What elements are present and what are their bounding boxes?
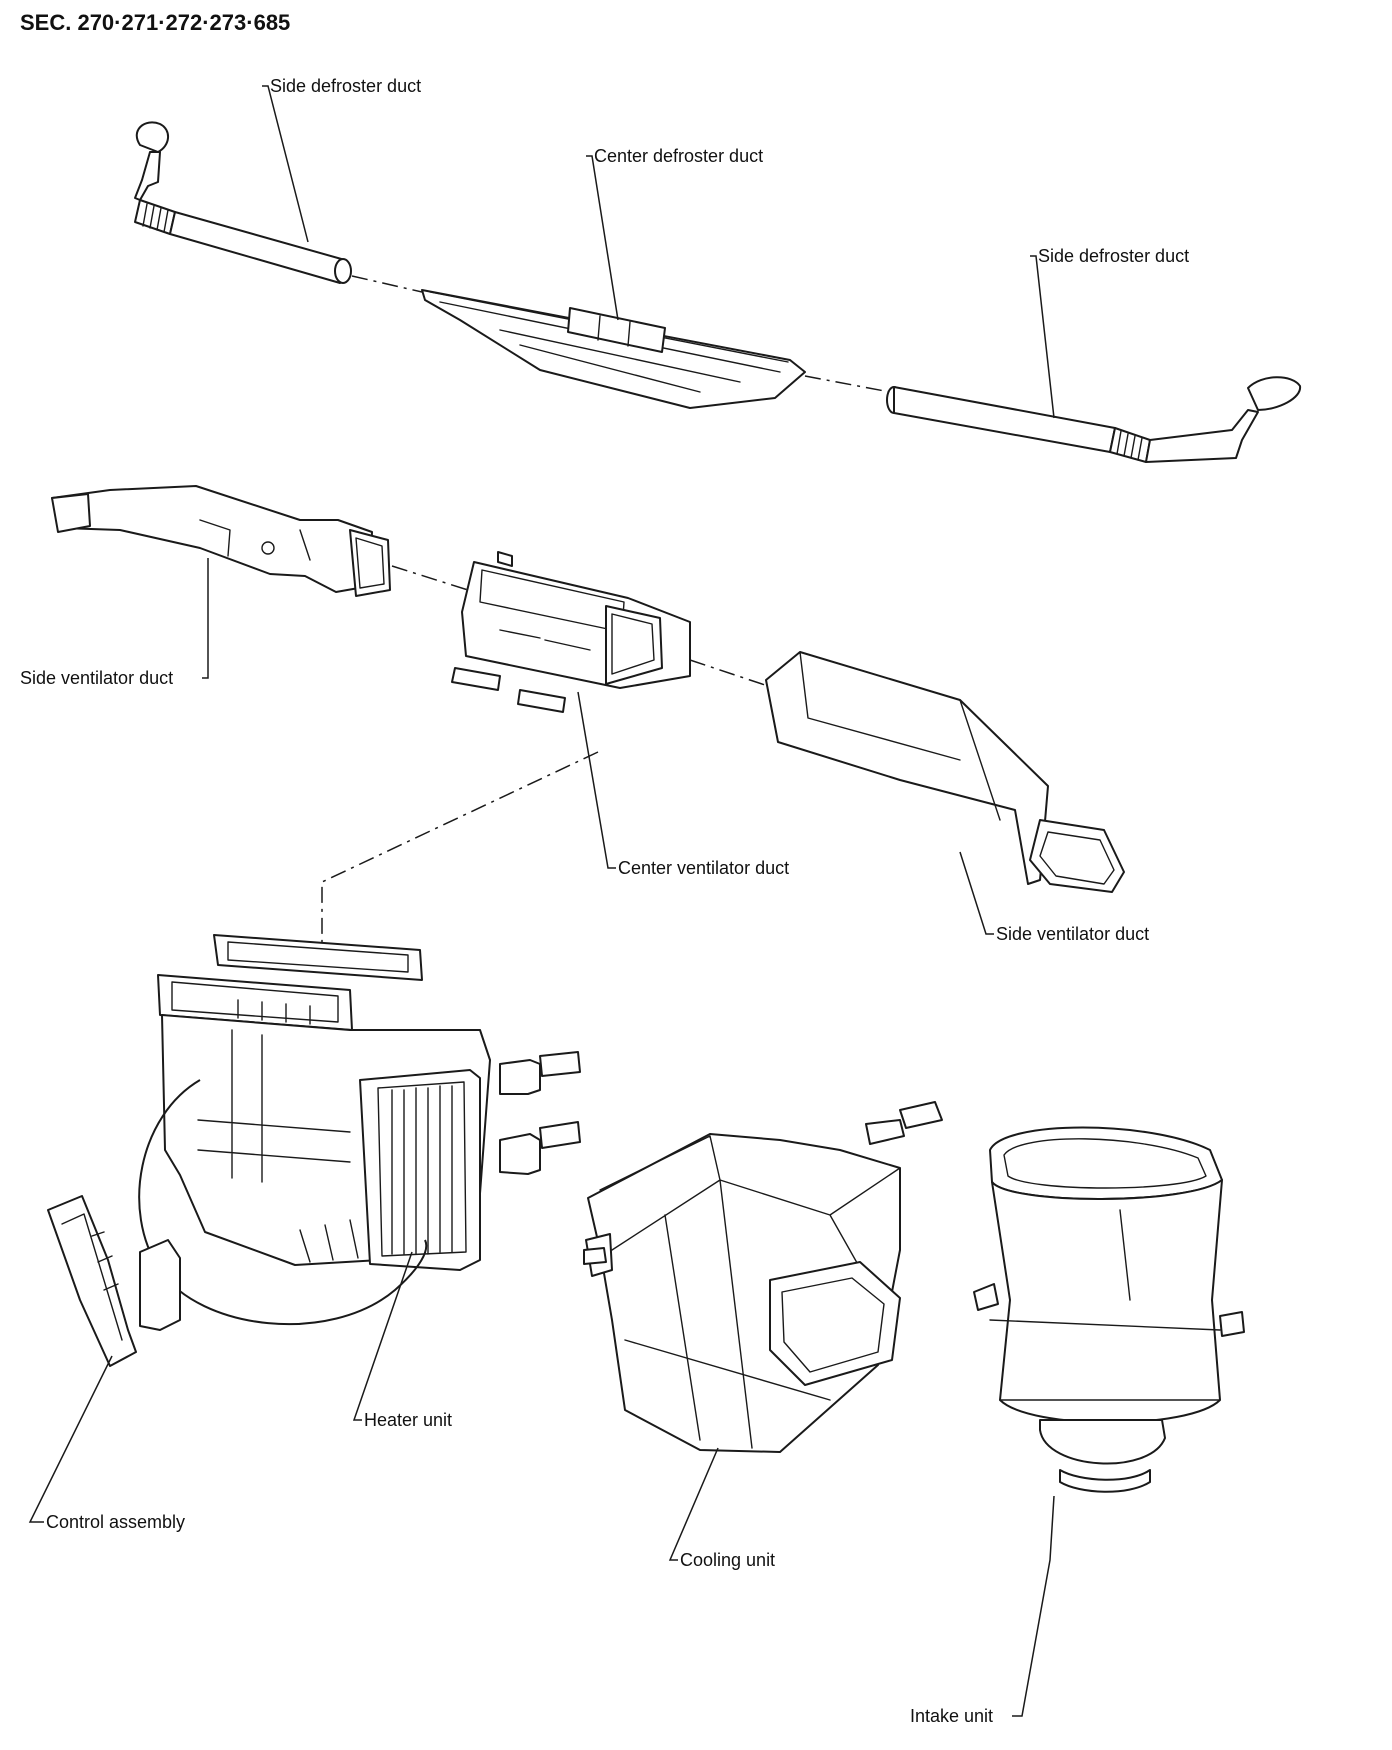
label-side-ventilator-duct-left: Side ventilator duct [20, 668, 173, 688]
center-defroster-duct [421, 289, 806, 409]
label-cooling-unit: Cooling unit [680, 1550, 775, 1570]
label-side-ventilator-duct-right: Side ventilator duct [996, 924, 1149, 944]
side-defroster-duct-left [134, 121, 352, 284]
leader-side-vent-left [202, 558, 209, 679]
label-side-defroster-duct-right: Side defroster duct [1038, 246, 1189, 266]
assembly-line-defroster-right [804, 375, 891, 393]
leader-side-defroster-right [1030, 255, 1055, 419]
center-ventilator-duct [451, 551, 691, 713]
assembly-line-defroster-left [351, 275, 423, 293]
label-intake-unit: Intake unit [910, 1706, 993, 1726]
heater-unit [157, 934, 581, 1271]
label-heater-unit: Heater unit [364, 1410, 452, 1430]
leader-heater-unit [352, 1251, 413, 1421]
leader-cooling-unit [668, 1447, 719, 1561]
intake-unit [973, 1126, 1245, 1493]
leader-intake-unit [1012, 1495, 1055, 1717]
leader-center-defroster [586, 155, 619, 321]
control-cable [138, 1079, 428, 1326]
leader-control-assembly [28, 1355, 113, 1523]
label-center-ventilator-duct: Center ventilator duct [618, 858, 789, 878]
section-title: SEC. 270·271·272·273·685 [20, 10, 290, 35]
leader-center-vent [577, 691, 616, 869]
assembly-line-vent-left [391, 565, 469, 591]
label-side-defroster-duct-left: Side defroster duct [270, 76, 421, 96]
assembly-line-heater [321, 751, 599, 958]
cooling-unit [583, 1101, 943, 1453]
label-center-defroster-duct: Center defroster duct [594, 146, 763, 166]
leader-side-defroster-left [262, 85, 309, 243]
label-control-assembly: Control assembly [46, 1512, 185, 1532]
assembly-line-vent-right [689, 659, 769, 687]
side-defroster-duct-right [886, 376, 1302, 463]
side-ventilator-duct-right [765, 651, 1125, 893]
control-assembly [47, 1195, 181, 1367]
leader-side-vent-right [959, 851, 994, 935]
side-ventilator-duct-left [51, 485, 391, 597]
